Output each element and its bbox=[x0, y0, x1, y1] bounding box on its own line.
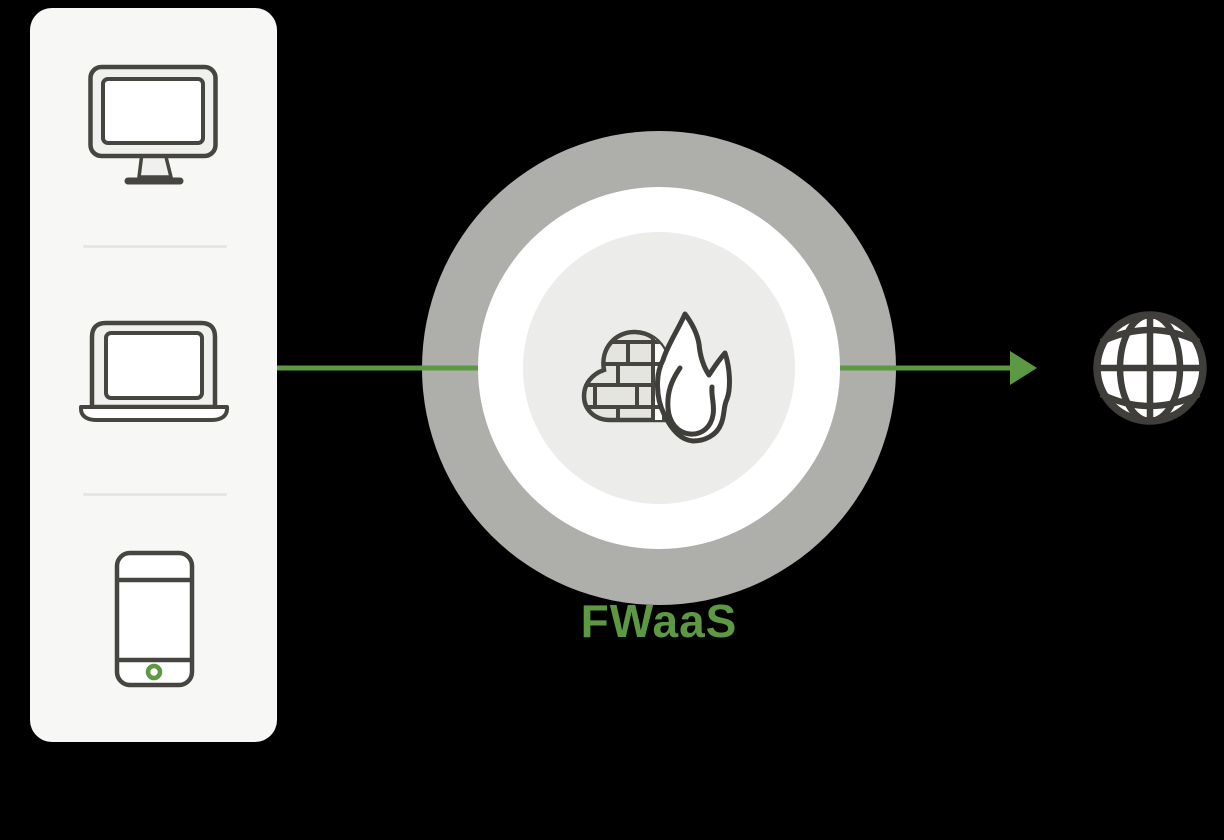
globe-grid bbox=[1097, 311, 1203, 425]
panel-divider bbox=[83, 245, 227, 248]
laptop-screen bbox=[104, 331, 204, 400]
flame-outline bbox=[655, 311, 732, 444]
arrow-head-icon bbox=[1010, 351, 1037, 385]
panel-divider bbox=[83, 493, 227, 496]
phone-home-button bbox=[145, 663, 163, 681]
internet-globe-icon bbox=[1093, 311, 1207, 425]
flame-inner bbox=[665, 365, 717, 437]
devices-panel bbox=[30, 8, 277, 742]
laptop-icon bbox=[79, 320, 229, 422]
desktop-computer-icon bbox=[88, 64, 218, 185]
laptop-base bbox=[79, 405, 229, 422]
cloud-firewall-flame-icon bbox=[581, 311, 732, 444]
monitor-screen bbox=[101, 77, 205, 145]
smartphone-icon bbox=[114, 550, 195, 688]
fwaas-label: FWaaS bbox=[580, 595, 738, 647]
phone-body bbox=[114, 550, 195, 688]
